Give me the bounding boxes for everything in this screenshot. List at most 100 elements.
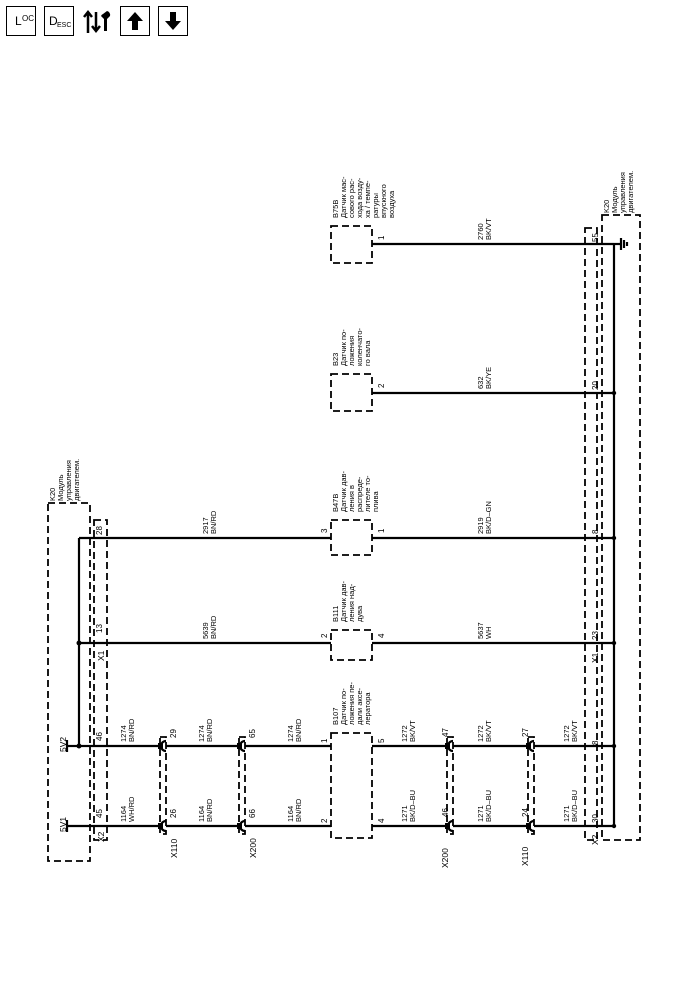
diagram-label: 1272 bbox=[476, 725, 485, 742]
toolbar: L OC D ESC bbox=[6, 6, 188, 38]
wire-label-1274-b: 1274 BN/RD bbox=[197, 718, 214, 742]
wire-label-5637: 5637 WH bbox=[476, 622, 493, 639]
pin-45: 45 bbox=[95, 809, 104, 818]
connector-x200-left: X200 bbox=[248, 838, 258, 858]
wire-label-2917: 2917 BN/RD bbox=[201, 510, 218, 534]
diagram-label: воздуха bbox=[387, 190, 396, 218]
diagram-label: управления bbox=[618, 172, 627, 213]
diagram-label: 66 bbox=[248, 809, 257, 818]
diagram-label: 1 bbox=[320, 738, 329, 743]
bus-5v2 bbox=[65, 538, 92, 832]
diagram-label: 2919 bbox=[476, 517, 485, 534]
connector-x110-left: X110 bbox=[169, 839, 179, 858]
diagram-label: 27 bbox=[521, 728, 530, 737]
diagram-label: B75B bbox=[331, 200, 340, 218]
diagram-label: 1274 bbox=[286, 725, 295, 742]
diagram-label: впускного bbox=[379, 184, 388, 218]
diagram-label: ратуры bbox=[371, 193, 380, 218]
arrow-up-icon bbox=[127, 12, 143, 30]
diagram-label: распреде- bbox=[355, 476, 364, 512]
diagram-label: 2760 bbox=[476, 223, 485, 240]
connector-x2-left: X2 bbox=[96, 831, 106, 842]
diagram-label: Модуль bbox=[610, 186, 619, 213]
connector-x1-right: X1 bbox=[590, 652, 600, 663]
diagram-label: дува bbox=[355, 605, 364, 622]
diagram-label: коленчато- bbox=[355, 328, 364, 366]
diagram-label: Датчик мас- bbox=[339, 176, 348, 218]
diagram-label: 8 bbox=[591, 740, 600, 745]
wire-label-1272-c: 1272 BK/VT bbox=[562, 720, 579, 742]
diagram-label: дали аксе- bbox=[355, 687, 364, 725]
connector-x110-right: X110 bbox=[520, 847, 530, 866]
arrow-down-icon bbox=[165, 12, 181, 30]
pin-28: 28 bbox=[95, 526, 104, 535]
diagram-label: 55 bbox=[591, 233, 600, 242]
desc-icon: D ESC bbox=[49, 14, 71, 29]
diagram-label: 29 bbox=[169, 729, 178, 738]
diagram-label: BK/VT bbox=[408, 720, 417, 742]
wire-label-1271-c: 1271 BK/D–BU bbox=[562, 790, 579, 822]
diagram-label: Датчик дав- bbox=[339, 580, 348, 622]
diagram-label: B23 bbox=[331, 353, 340, 366]
ecm-left-connector-outline bbox=[93, 519, 108, 841]
diagram-label: двигателем. bbox=[626, 171, 635, 213]
diagram-label: BN/RD bbox=[205, 718, 214, 742]
ecm-left-outline bbox=[47, 502, 91, 862]
diagram-label: B111 bbox=[331, 606, 340, 622]
diagram-label: 1271 bbox=[562, 805, 571, 822]
diagram-label: хода возду- bbox=[355, 177, 364, 218]
loc-main-letter: L bbox=[15, 14, 22, 28]
sensor-b23: B23 Датчик по- ложения коленчато- го вал… bbox=[330, 328, 386, 412]
diagram-label: 23 bbox=[591, 631, 600, 640]
desc-main-letter: D bbox=[49, 14, 58, 28]
diagram-label: 1272 bbox=[400, 725, 409, 742]
diagram-label: BK/D–GN bbox=[484, 501, 493, 534]
diagram-label: 1272 bbox=[562, 725, 571, 742]
diagram-label: 65 bbox=[248, 729, 257, 738]
wire-label-1164-b: 1164 BN/RD bbox=[197, 798, 214, 822]
loc-sub-letters: OC bbox=[22, 14, 34, 23]
page-down-button[interactable] bbox=[158, 6, 188, 36]
diagram-label: 24 bbox=[521, 808, 530, 817]
ecm-right-outline bbox=[601, 214, 641, 841]
flow-wrench-button[interactable] bbox=[82, 6, 112, 36]
wire-label-1274-c: 1274 BN/RD bbox=[286, 718, 303, 742]
desc-button[interactable]: D ESC bbox=[44, 6, 74, 36]
wire-label-1271-a: 1271 BK/D–BU bbox=[400, 790, 417, 822]
diagram-label: BN/RD bbox=[294, 798, 303, 822]
sensor-b111: B111 Датчик дав- ления над- дува 2 4 bbox=[320, 580, 386, 661]
page-up-button[interactable] bbox=[120, 6, 150, 36]
diagram-label: BK/D–BU bbox=[484, 790, 493, 822]
wire-label-1271-b: 1271 BK/D–BU bbox=[476, 790, 493, 822]
diagram-label: ха / темпе- bbox=[363, 180, 372, 218]
diagram-label: BN/RD bbox=[209, 615, 218, 639]
diagram-label: 20 bbox=[591, 381, 600, 390]
diagram-label: 1164 bbox=[197, 806, 206, 822]
diagram-label: K20 bbox=[48, 488, 57, 501]
diagram-label: плива bbox=[371, 490, 380, 512]
diagram-label: ложения пе- bbox=[347, 682, 356, 725]
diagram-label: BN/RD bbox=[205, 798, 214, 822]
diagram-label: 1271 bbox=[400, 805, 409, 822]
loc-button[interactable]: L OC bbox=[6, 6, 36, 36]
diagram-label: BK/VT bbox=[484, 720, 493, 742]
diagram-label: 5637 bbox=[476, 622, 485, 639]
diagram-label: 30 bbox=[591, 814, 600, 823]
diagram-label: лератора bbox=[363, 692, 372, 725]
wire-label-1274-a: 1274 BN/RD bbox=[119, 718, 136, 742]
diagram-label: го вала bbox=[363, 340, 372, 366]
diagram-label: 2917 bbox=[201, 517, 210, 534]
wires bbox=[79, 242, 617, 829]
diagram-label: ложения bbox=[347, 336, 356, 366]
wire-label-5639: 5639 BN/RD bbox=[201, 615, 218, 639]
diagram-label: сового рас- bbox=[347, 178, 356, 218]
diagram-label: BK/D–BU bbox=[408, 790, 417, 822]
ecm-right-label: K20 Модуль управления двигателем. bbox=[602, 171, 635, 213]
wire-label-1164-c: 1164 BN/RD bbox=[286, 798, 303, 822]
diagram-label: 47 bbox=[441, 728, 450, 737]
diagram-label: 632 bbox=[476, 376, 485, 389]
wire-label-2760: 2760 BK/VT bbox=[476, 218, 493, 240]
diagram-label: BK/YE bbox=[484, 367, 493, 389]
diagram-label: Датчик по- bbox=[339, 688, 348, 725]
